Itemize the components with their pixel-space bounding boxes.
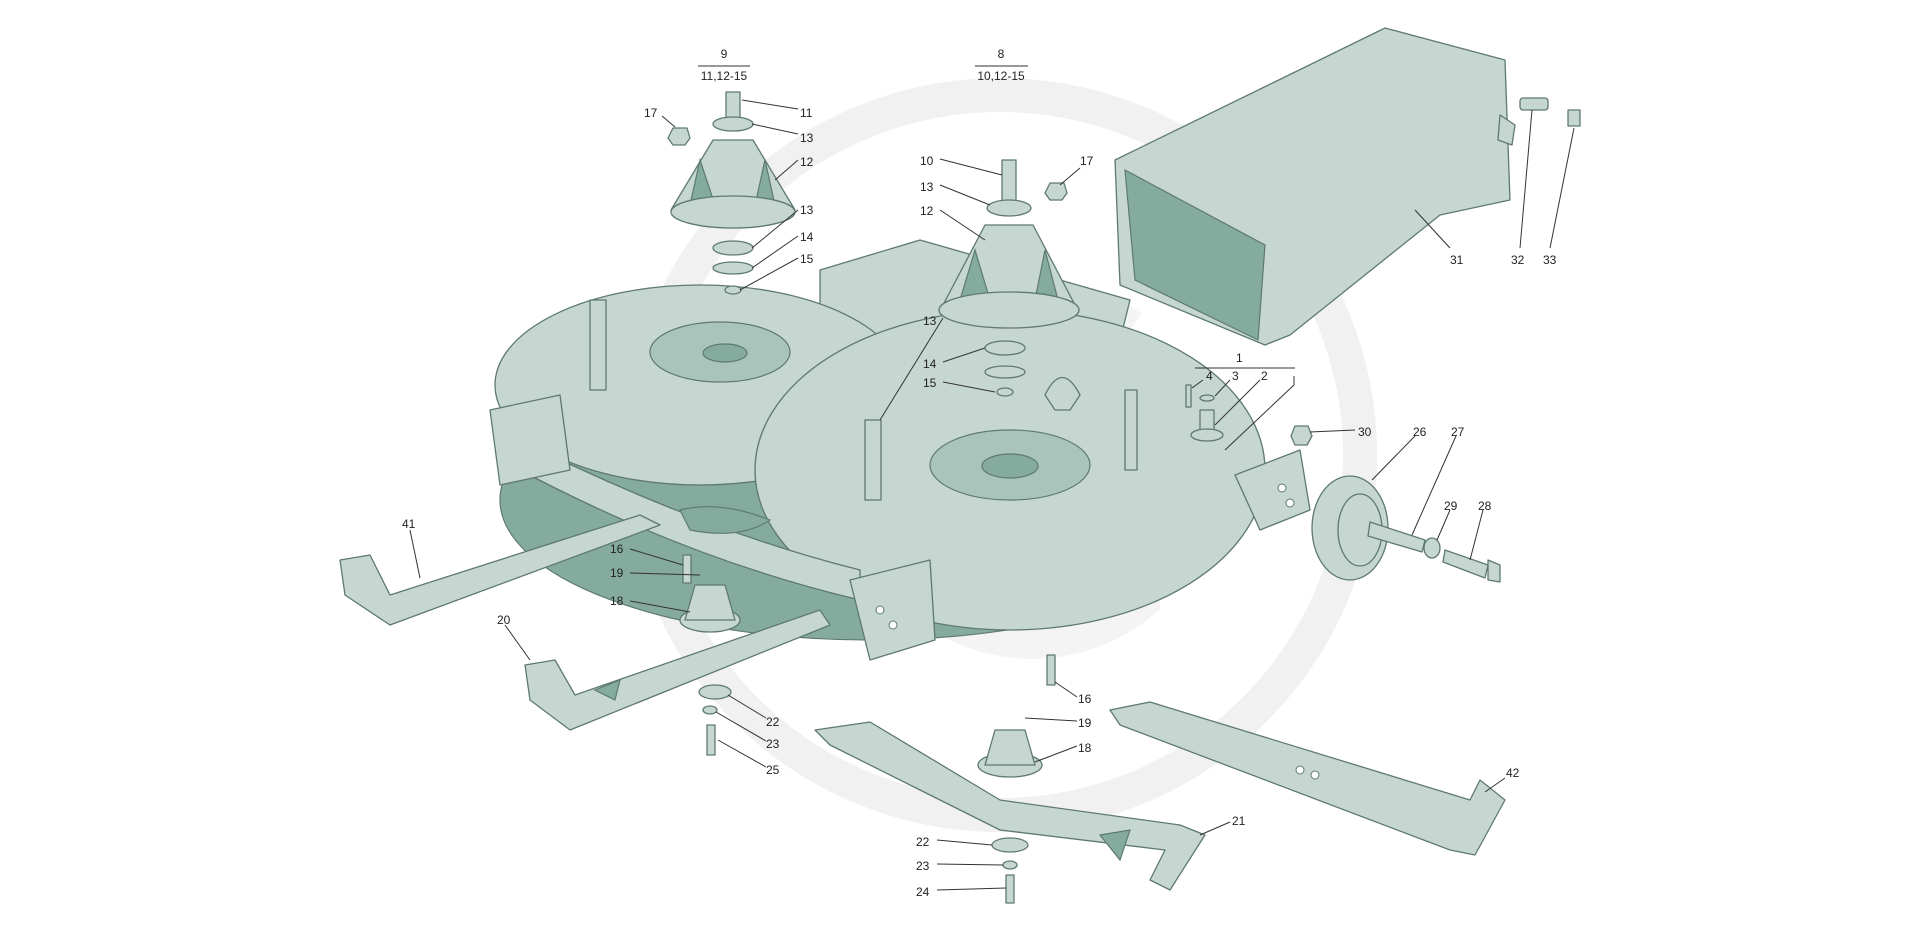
callout-label: 1 [1236, 351, 1243, 365]
callout-label: 33 [1543, 253, 1557, 267]
height-adjuster-parts [1185, 384, 1313, 446]
callout-label: 11 [800, 106, 813, 120]
callout-label: 16 [610, 542, 624, 556]
blade-hub-right [977, 654, 1056, 904]
callout-label: 10 [920, 154, 934, 168]
callout-label: 17 [644, 106, 658, 120]
blade-20 [524, 609, 831, 731]
callout-label: 19 [1078, 716, 1092, 730]
callout-label: 13 [923, 314, 937, 328]
callout-label: 30 [1358, 425, 1372, 439]
callout-label: 20 [497, 613, 511, 627]
callout-label: 21 [1232, 814, 1246, 828]
callout-label: 12 [920, 204, 934, 218]
assembly-header-contents: 10,12-15 [977, 69, 1025, 83]
callout-label: 13 [800, 203, 814, 217]
blade-21 [814, 721, 1206, 891]
callout-label: 28 [1478, 499, 1492, 513]
callout-label: 29 [1444, 499, 1458, 513]
callout-label: 31 [1450, 253, 1464, 267]
callout-label: 15 [800, 252, 814, 266]
blade-41 [339, 514, 661, 626]
callout-label: 16 [1078, 692, 1092, 706]
callout-label: 23 [916, 859, 930, 873]
callout-label: 14 [923, 357, 937, 371]
callout-label: 13 [800, 131, 814, 145]
mower-deck [489, 239, 1311, 661]
chute-bolt [1519, 97, 1549, 111]
callout-label: 14 [800, 230, 814, 244]
callout-label: 2 [1261, 369, 1268, 383]
discharge-chute [1114, 27, 1516, 346]
callout-label: 13 [920, 180, 934, 194]
blade-hub-left [679, 554, 741, 756]
callout-labels: 17 11 13 12 13 14 15 10 17 13 12 13 14 1… [402, 106, 1557, 899]
callout-label: 22 [766, 715, 780, 729]
spindle-assembly-right [938, 159, 1080, 397]
spindle-assembly-left [667, 91, 796, 295]
callout-label: 41 [402, 517, 416, 531]
callout-label: 26 [1413, 425, 1427, 439]
leader-lines [409, 65, 1575, 891]
callout-label: 42 [1506, 766, 1520, 780]
callout-label: 17 [1080, 154, 1094, 168]
callout-label: 24 [916, 885, 930, 899]
callout-label: 18 [1078, 741, 1092, 755]
assembly-header-number: 8 [998, 47, 1005, 61]
blade-42 [1109, 701, 1506, 856]
callout-label: 4 [1206, 369, 1213, 383]
callout-label: 32 [1511, 253, 1525, 267]
callout-label: 22 [916, 835, 930, 849]
callout-label: 23 [766, 737, 780, 751]
callout-label: 27 [1451, 425, 1465, 439]
callout-label: 3 [1232, 369, 1239, 383]
callout-label: 25 [766, 763, 780, 777]
assembly-header-contents: 11,12-15 [701, 69, 748, 83]
deck-wheel [1311, 475, 1501, 583]
callout-label: 12 [800, 155, 814, 169]
callout-label: 15 [923, 376, 937, 390]
chute-nut [1567, 109, 1581, 127]
assembly-header-number: 9 [721, 47, 728, 61]
callout-label: 18 [610, 594, 624, 608]
callout-label: 19 [610, 566, 624, 580]
